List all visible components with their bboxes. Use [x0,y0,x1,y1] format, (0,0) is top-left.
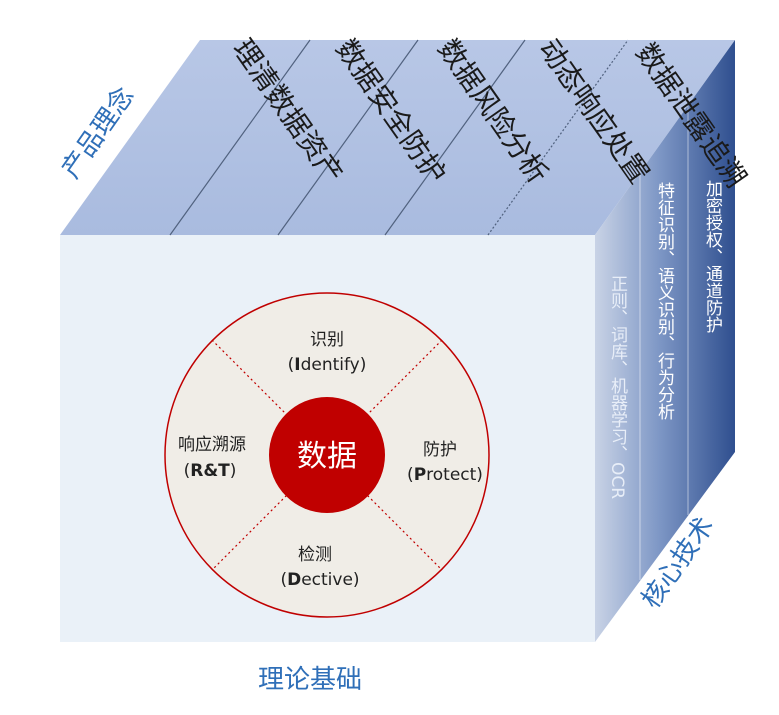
right-column-1: 正则、词库、机器学习、OCR [607,275,628,499]
bottom-label: 理论基础 [258,665,362,695]
framework-circle: 数据 识别 (Identify) 防护 (Protect) 检测 (Dectiv… [164,292,490,618]
top-face-dividers [169,39,629,236]
center-core [269,397,385,513]
quadrant-bottom-en: (Dective) [280,570,359,590]
quadrant-left-cn: 响应溯源 [178,435,246,455]
right-column-3: 加密授权、通道防护 [702,180,723,334]
right-face [595,40,735,642]
top-face [60,40,735,235]
quadrant-top-cn: 识别 [310,330,344,350]
quadrant-dividers [211,339,443,571]
quadrant-left-en: (R&T) [184,461,237,481]
quadrant-right-cn: 防护 [423,440,457,460]
quadrant-bottom-cn: 检测 [298,545,332,565]
quadrant-top-en: (Identify) [288,355,367,375]
right-column-texts: 正则、词库、机器学习、OCR 特征识别、语义识别、行为分析 加密授权、通道防护 [607,180,723,499]
right-face-dividers [639,106,689,580]
quadrant-right-en: (Protect) [407,465,483,485]
center-label: 数据 [297,439,357,474]
right-column-2: 特征识别、语义识别、行为分析 [654,182,675,420]
